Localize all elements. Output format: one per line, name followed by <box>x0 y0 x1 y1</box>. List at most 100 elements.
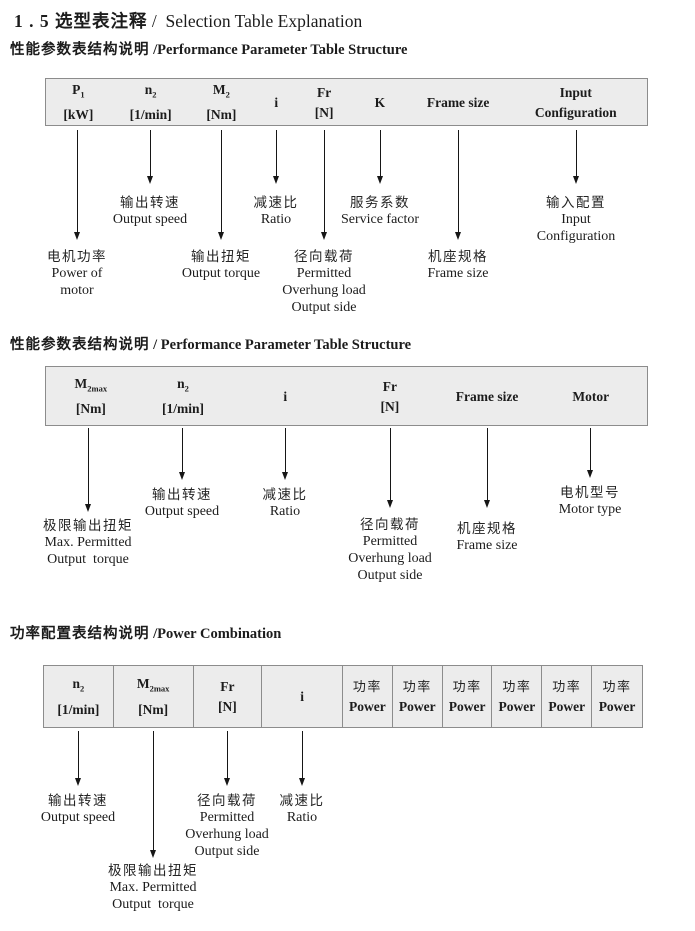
t3-col-i: i <box>262 666 343 727</box>
t1-col-i: i <box>252 79 300 125</box>
t1-col-n2: n2 [1/min] <box>111 79 191 125</box>
down-arrow-m2max <box>85 428 91 512</box>
down-arrow-input-config <box>573 130 579 184</box>
col-unit: [kW] <box>63 107 94 123</box>
callout-output-speed: 输出转速 Output speed <box>112 195 188 227</box>
t3-col-fr: Fr [N] <box>194 666 263 727</box>
page-title: 1 . 5 选型表注释 / Selection Table Explanatio… <box>14 8 362 33</box>
t2-col-n2: n2 [1/min] <box>136 367 231 425</box>
t3-col-power-3: 功率 Power <box>443 666 493 727</box>
t2-col-fr: Fr [N] <box>340 367 440 425</box>
section2-heading: 性能参数表结构说明 / Performance Parameter Table … <box>10 333 411 354</box>
col-unit: [Nm] <box>138 701 169 717</box>
col-symbol: i <box>283 388 288 404</box>
col-symbol: M2max <box>136 676 170 694</box>
col-unit: [1/min] <box>162 401 205 417</box>
t3-col-power-2: 功率 Power <box>393 666 443 727</box>
down-arrow-p1 <box>74 130 80 240</box>
down-arrow-i <box>299 731 305 786</box>
t3-col-n2: n2 [1/min] <box>44 666 114 727</box>
callout-input-configuration: 输入配置 Input Configuration <box>536 195 616 244</box>
col-symbol: M2 <box>212 81 230 100</box>
callout-motor-type: 电机型号 Motor type <box>558 485 622 517</box>
table-power-combination: n2 [1/min] M2max [Nm] Fr [N] i 功率 Power … <box>43 665 643 728</box>
col-unit: [1/min] <box>57 701 100 717</box>
col-symbol: Fr <box>220 679 235 694</box>
callout-ratio: 减速比 Ratio <box>279 793 325 825</box>
down-arrow-fr <box>224 731 230 786</box>
t1-col-k: K <box>348 79 412 125</box>
callout-frame-size: 机座规格 Frame size <box>456 521 518 553</box>
col-unit: Configuration <box>534 104 617 120</box>
section3-heading: 功率配置表结构说明 /Power Combination <box>10 622 281 643</box>
t2-col-frame-size: Frame size <box>440 367 535 425</box>
callout-max-output-torque: 极限输出扭矩 Max. Permitted Output torque <box>43 518 133 567</box>
down-arrow-fr <box>387 428 393 508</box>
section1-heading: 性能参数表结构说明 /Performance Parameter Table S… <box>10 38 407 59</box>
callout-service-factor: 服务系数 Service factor <box>340 195 420 227</box>
down-arrow-n2 <box>75 731 81 786</box>
t3-col-power-1: 功率 Power <box>343 666 393 727</box>
callout-overhung-load: 径向载荷 Permitted Overhung load Output side <box>185 793 269 859</box>
col-unit: [N] <box>314 104 334 120</box>
t1-col-frame-size: Frame size <box>412 79 505 125</box>
section3-heading-zh: 功率配置表结构说明 <box>10 626 150 642</box>
col-symbol: i <box>274 94 279 110</box>
down-arrow-i <box>282 428 288 480</box>
col-symbol: Fr <box>382 378 397 394</box>
col-symbol: Motor <box>572 388 610 404</box>
t3-col-power-6: 功率 Power <box>598 679 636 714</box>
down-arrow-fr <box>321 130 327 240</box>
col-unit: [Nm] <box>206 107 237 123</box>
t2-col-i: i <box>230 367 340 425</box>
callout-output-speed: 输出转速 Output speed <box>144 487 220 519</box>
callout-max-output-torque: 极限输出扭矩 Max. Permitted Output torque <box>108 863 198 912</box>
table-performance-1: P1 [kW] n2 [1/min] M2 [Nm] i Fr [N] K Fr… <box>45 78 648 126</box>
t2-col-m2max: M2max [Nm] <box>46 367 136 425</box>
col-unit: [Nm] <box>75 401 106 417</box>
callout-output-torque: 输出扭矩 Output torque <box>181 249 261 281</box>
col-symbol: Input <box>559 84 592 100</box>
col-symbol: n2 <box>177 375 189 394</box>
callout-power-of-motor: 电机功率 Power of motor <box>47 249 107 298</box>
t1-col-input-configuration: Input Configuration <box>504 79 647 125</box>
col-symbol: P1 <box>72 81 85 100</box>
down-arrow-frame-size <box>455 130 461 240</box>
down-arrow-k <box>377 130 383 184</box>
col-symbol: Frame size <box>455 388 519 404</box>
section1-heading-en: /Performance Parameter Table Structure <box>149 42 408 58</box>
t2-col-motor: Motor <box>534 367 647 425</box>
col-symbol: M2max <box>74 375 108 394</box>
t3-col-m2max: M2max [Nm] <box>114 666 194 727</box>
table-performance-2: M2max [Nm] n2 [1/min] i Fr [N] Frame siz… <box>45 366 648 426</box>
t3-col-power-5: 功率 Power <box>542 666 593 727</box>
section3-heading-en: /Power Combination <box>149 626 282 642</box>
page-title-zh: 1 . 5 选型表注释 <box>14 11 148 31</box>
col-symbol: n2 <box>72 676 85 694</box>
col-unit: [N] <box>218 699 237 714</box>
down-arrow-n2 <box>179 428 185 480</box>
down-arrow-frame-size <box>484 428 490 508</box>
callout-overhung-load: 径向载荷 Permitted Overhung load Output side <box>348 517 432 583</box>
callout-ratio: 减速比 Ratio <box>262 487 308 519</box>
col-symbol: K <box>374 94 386 110</box>
page-title-en: / Selection Table Explanation <box>147 11 363 31</box>
col-unit: [1/min] <box>129 107 172 123</box>
t3-col-power-4: 功率 Power <box>492 666 543 727</box>
callout-ratio: 减速比 Ratio <box>253 195 299 227</box>
t1-col-fr: Fr [N] <box>300 79 348 125</box>
t1-col-m2: M2 [Nm] <box>191 79 253 125</box>
callout-frame-size: 机座规格 Frame size <box>427 249 489 281</box>
callout-output-speed: 输出转速 Output speed <box>40 793 116 825</box>
section2-heading-zh: 性能参数表结构说明 <box>10 337 150 353</box>
col-symbol: Frame size <box>426 94 490 110</box>
col-unit: [N] <box>380 398 400 414</box>
t1-col-p1: P1 [kW] <box>46 79 111 125</box>
section1-heading-zh: 性能参数表结构说明 <box>10 42 150 58</box>
col-symbol: Fr <box>316 84 332 100</box>
down-arrow-m2max <box>150 731 156 858</box>
col-symbol: n2 <box>144 81 157 100</box>
down-arrow-motor <box>587 428 593 478</box>
col-symbol: i <box>300 689 305 704</box>
